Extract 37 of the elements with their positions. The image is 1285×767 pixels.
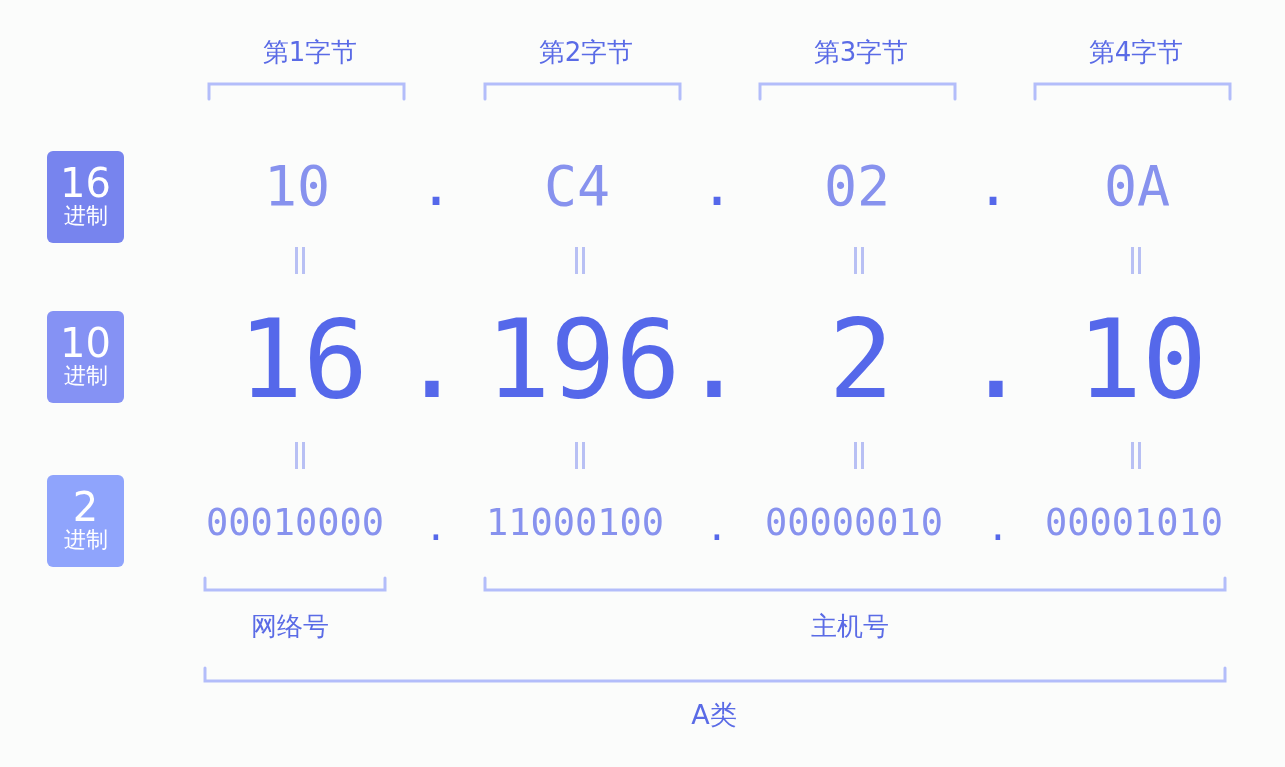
network-part-label: 网络号 — [251, 613, 329, 639]
dot-separator: . — [705, 508, 729, 546]
binary-value: 00010000 — [205, 503, 385, 541]
class-label: A类 — [691, 700, 737, 728]
hex-value: 10 — [263, 159, 331, 215]
dot-separator: . — [963, 305, 1029, 414]
badge-caption: 进制 — [63, 365, 108, 387]
badge-caption: 进制 — [63, 205, 108, 227]
dot-separator: . — [419, 159, 453, 215]
base-badge — [47, 311, 124, 403]
base-badge — [47, 475, 124, 567]
hex-value: 0A — [1103, 159, 1171, 215]
dot-separator: . — [700, 159, 734, 215]
binary-value: 00001010 — [1044, 503, 1224, 541]
decimal-value: 16 — [238, 305, 368, 414]
badge-number: 2 — [72, 487, 99, 527]
column-heading: 第4字节 — [1088, 39, 1184, 65]
dot-separator: . — [681, 305, 747, 414]
decimal-value: 2 — [828, 305, 894, 414]
badge-caption: 进制 — [63, 529, 108, 551]
column-heading: 第2字节 — [538, 39, 634, 65]
column-heading: 第3字节 — [813, 39, 909, 65]
column-heading: 第1字节 — [262, 39, 358, 65]
decimal-value: 10 — [1077, 305, 1207, 414]
hex-value: 02 — [823, 159, 891, 215]
dot-separator: . — [399, 305, 465, 414]
dot-separator: . — [976, 159, 1010, 215]
binary-value: 11000100 — [485, 503, 665, 541]
badge-number: 16 — [60, 163, 111, 203]
badge-number: 10 — [60, 323, 111, 363]
dot-separator: . — [424, 508, 448, 546]
binary-value: 00000010 — [764, 503, 944, 541]
decimal-value: 196 — [485, 305, 681, 414]
host-part-label: 主机号 — [811, 613, 889, 639]
hex-value: C4 — [543, 159, 611, 215]
base-badge — [47, 151, 124, 243]
dot-separator: . — [986, 508, 1010, 546]
